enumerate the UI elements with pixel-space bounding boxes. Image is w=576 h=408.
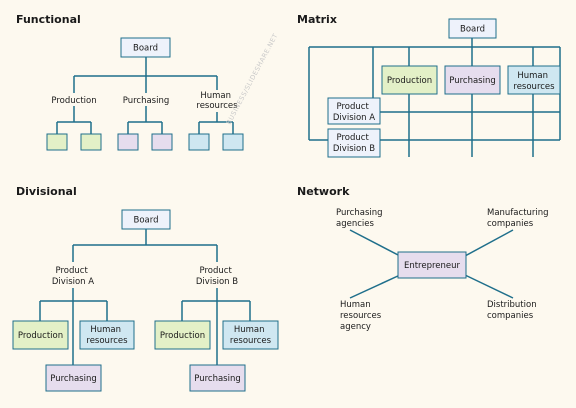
network-purchasing-agencies-line1: Purchasing xyxy=(336,208,383,218)
functional-structure: Functional Board Production Purchasing H… xyxy=(16,13,244,151)
functional-title: Functional xyxy=(16,13,81,26)
divisional-division-b-line2: Division B xyxy=(196,277,238,287)
divisional-a-hr-box xyxy=(79,320,135,350)
network-distribution-label: Distribution companies xyxy=(487,300,539,321)
functional-purchasing-unit xyxy=(117,133,139,151)
divisional-title: Divisional xyxy=(16,185,77,198)
divisional-division-b-bg xyxy=(192,263,242,288)
divisional-division-b-line1: Product xyxy=(200,266,233,276)
divisional-b-purchasing-box xyxy=(189,364,246,392)
divisional-b-hr-box xyxy=(222,320,279,350)
divisional-division-a-bg xyxy=(48,263,98,288)
network-link-purchasing xyxy=(349,229,401,257)
network-entrepreneur-box xyxy=(397,251,467,279)
divisional-b-hr-label: Human resources xyxy=(230,325,272,346)
divisional-a-purchasing-box xyxy=(45,364,102,392)
matrix-purchasing-box xyxy=(444,65,501,95)
divisional-division-a-line2: Division A xyxy=(52,277,94,287)
functional-hr-label: Human resources xyxy=(196,91,238,111)
divisional-board-label: Board xyxy=(134,216,159,226)
functional-hr-line1: Human xyxy=(200,91,231,101)
matrix-hr-line2: resources xyxy=(513,82,555,92)
functional-production-unit xyxy=(80,133,102,151)
matrix-purchasing-label: Purchasing xyxy=(449,76,496,86)
network-structure: Network Entrepreneur Purchasing agencies… xyxy=(297,185,551,332)
network-distribution-line2: companies xyxy=(487,311,534,321)
divisional-a-hr-line2: resources xyxy=(86,336,128,346)
network-link-hr-agency xyxy=(349,274,401,299)
functional-board-box xyxy=(120,37,171,58)
network-link-manufacturing xyxy=(464,229,514,257)
functional-hr-line2: resources xyxy=(196,101,238,111)
divisional-b-hr-line2: resources xyxy=(230,336,272,346)
divisional-b-hr-line1: Human xyxy=(234,325,265,335)
matrix-title: Matrix xyxy=(297,13,337,26)
divisional-division-b-label: Product Division B xyxy=(196,266,238,287)
matrix-board-label: Board xyxy=(460,25,485,35)
matrix-division-b-line2: Division B xyxy=(333,144,375,154)
divisional-board-box xyxy=(121,209,171,230)
functional-hr-unit xyxy=(188,133,210,151)
network-purchasing-agencies-line2: agencies xyxy=(336,219,374,229)
divisional-a-production-label: Production xyxy=(18,331,63,341)
divisional-division-a-line1: Product xyxy=(56,266,89,276)
divisional-a-purchasing-label: Purchasing xyxy=(50,374,97,384)
network-entrepreneur-label: Entrepreneur xyxy=(404,261,461,271)
functional-purchasing-label: Purchasing xyxy=(123,96,170,106)
watermark: BUSINESS/SLIDESHARE.NET xyxy=(225,32,280,126)
divisional-b-production-box xyxy=(154,320,211,350)
matrix-division-a-label: Product Division A xyxy=(333,102,375,123)
matrix-production-box xyxy=(381,65,438,95)
divisional-a-hr-label: Human resources xyxy=(86,325,128,346)
network-hr-agency-label: Human resources agency xyxy=(340,300,384,332)
functional-hr-unit xyxy=(222,133,244,151)
divisional-a-production-box xyxy=(12,320,69,350)
functional-board-label: Board xyxy=(133,44,158,54)
network-manufacturing-line1: Manufacturing xyxy=(487,208,549,218)
network-hr-agency-line3: agency xyxy=(340,322,371,332)
functional-production-label: Production xyxy=(51,96,96,106)
matrix-division-a-line2: Division A xyxy=(333,113,375,123)
matrix-board-box xyxy=(448,18,497,39)
matrix-division-b-line1: Product xyxy=(337,133,370,143)
matrix-division-b-label: Product Division B xyxy=(333,133,375,154)
network-manufacturing-line2: companies xyxy=(487,219,534,229)
matrix-division-b-box xyxy=(327,128,381,158)
matrix-hr-line1: Human xyxy=(517,71,548,81)
matrix-hr-label: Human resources xyxy=(513,71,555,92)
divisional-structure: Divisional Board Product Division A Prod… xyxy=(12,185,279,392)
network-hr-agency-line2: resources xyxy=(340,311,382,321)
network-distribution-line1: Distribution xyxy=(487,300,537,310)
functional-production-unit xyxy=(46,133,68,151)
divisional-a-hr-line1: Human xyxy=(90,325,121,335)
divisional-division-a-label: Product Division A xyxy=(52,266,94,287)
divisional-b-purchasing-label: Purchasing xyxy=(194,374,241,384)
network-title: Network xyxy=(297,185,350,198)
network-manufacturing-label: Manufacturing companies xyxy=(487,208,551,229)
matrix-structure: Matrix Board Production Purchasing Human… xyxy=(297,13,561,158)
network-purchasing-agencies-label: Purchasing agencies xyxy=(336,208,385,229)
network-link-distribution xyxy=(464,274,514,299)
matrix-division-a-line1: Product xyxy=(337,102,370,112)
matrix-hr-box xyxy=(507,65,561,95)
matrix-production-label: Production xyxy=(387,76,432,86)
matrix-division-a-box xyxy=(327,97,381,125)
functional-purchasing-unit xyxy=(151,133,173,151)
divisional-b-production-label: Production xyxy=(160,331,205,341)
network-hr-agency-line1: Human xyxy=(340,300,371,310)
